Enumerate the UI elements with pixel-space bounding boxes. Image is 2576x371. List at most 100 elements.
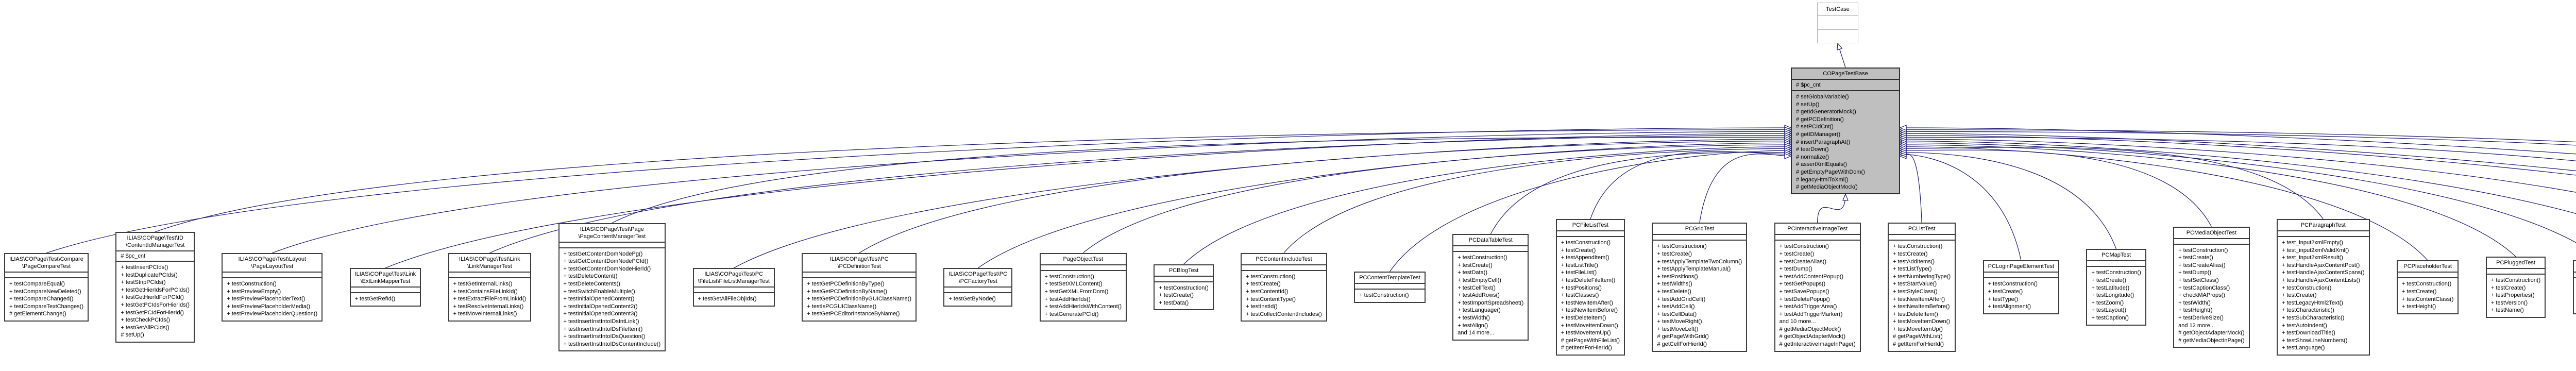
class-node[interactable]: PCDataTableTest+ testConstruction()+ tes… bbox=[1452, 234, 1529, 341]
class-node[interactable]: PCContentTemplateTest+ testConstruction(… bbox=[1354, 272, 1426, 303]
class-node[interactable]: ILIAS\COPage\Test\Link\LinkManagerTest+ … bbox=[448, 253, 532, 322]
inheritance-edge bbox=[1082, 142, 1792, 254]
class-node[interactable]: PageObjectTest+ testConstruction()+ test… bbox=[1039, 252, 1127, 322]
class-node[interactable]: ILIAS\COPage\Test\PC\PCFactoryTest+ test… bbox=[943, 268, 1013, 307]
method-label: + testCompareChanged() bbox=[9, 296, 74, 302]
methods-compartment: + testConstruction()+ testCreate()+ test… bbox=[2487, 275, 2545, 317]
method-label: + testFileList() bbox=[1561, 269, 1597, 276]
method-label: + testCreate() bbox=[2178, 255, 2213, 261]
method-label: + testAddItems() bbox=[1893, 258, 1935, 265]
methods-compartment: + testGetInternalLinks()+ testContainsFi… bbox=[449, 278, 531, 321]
class-node[interactable]: PCParagraphTest+ test_input2xmlEmpty()+ … bbox=[2276, 219, 2370, 356]
method-label: + testGetPCIdForHierId() bbox=[121, 309, 184, 316]
method-label: # getCellForHierId() bbox=[1657, 341, 1707, 348]
methods-compartment: + testInsertPCIds()+ testDuplicatePCIds(… bbox=[116, 262, 194, 342]
methods-compartment: + testGetPCDefinitionByType()+ testGetPC… bbox=[803, 278, 916, 321]
method-label: + testAlign() bbox=[1458, 322, 1488, 329]
class-node[interactable]: ILIAS\COPage\Test\PC\FileList\FileListMa… bbox=[692, 268, 775, 307]
class-title: PCInteractiveImageTest bbox=[1775, 224, 1860, 235]
attributes-compartment bbox=[1653, 235, 1747, 241]
methods-compartment: + testGetAllFileObjIds() bbox=[694, 293, 774, 306]
method-label: + testDeleteContents() bbox=[563, 281, 620, 288]
method-label: + testConstruction() bbox=[1657, 243, 1707, 250]
inheritance-edge bbox=[1183, 143, 1792, 265]
class-title: COPageTestBase bbox=[1792, 69, 1899, 80]
method-label: # setPCIdCnt() bbox=[1796, 124, 1834, 130]
class-node[interactable]: PCPlaceholderTest+ testConstruction()+ t… bbox=[2396, 260, 2459, 314]
class-node-testcase[interactable]: TestCase bbox=[1817, 3, 1858, 43]
method-label: + testConstruction() bbox=[1044, 273, 1094, 280]
class-node-copagetestbase[interactable]: COPageTestBase # $pc_cnt # setGlobalVari… bbox=[1791, 68, 1900, 194]
method-label: + testPreviewPlaceholderMedia() bbox=[227, 303, 311, 310]
class-title-line: PCBlogTest bbox=[1168, 267, 1199, 274]
method-label: + testConstruction() bbox=[1561, 240, 1611, 246]
class-node[interactable]: PCGridTest+ testConstruction()+ testCrea… bbox=[1652, 223, 1748, 352]
methods-compartment: + testConstruction()+ testCreate()+ test… bbox=[1775, 241, 1860, 350]
method-label: + testGetHierIdsForPCIds() bbox=[121, 286, 190, 293]
method-label: + testInsertInstIntoIDsFileItem() bbox=[563, 326, 643, 332]
method-label: # insertParagraphAt() bbox=[1796, 139, 1851, 145]
class-node[interactable]: PCInteractiveImageTest + testConstruction… bbox=[1774, 223, 1861, 352]
methods-compartment: + testConstruction()+ testCreate()+ test… bbox=[1557, 237, 1624, 355]
class-node[interactable]: ILIAS\COPage\Test\ID\ContentIdManagerTes… bbox=[115, 232, 195, 343]
class-title-line: PCInteractiveImageTest bbox=[1787, 226, 1848, 232]
class-node[interactable]: PCBlogTest+ testConstruction()+ testCrea… bbox=[1154, 264, 1214, 311]
class-node[interactable]: ILIAS\COPage\Test\PC\PCDefinitionTest+ t… bbox=[802, 253, 917, 322]
method-label: # getIDManager() bbox=[1796, 131, 1841, 138]
class-title-line: ILIAS\COPage\Test\Layout bbox=[238, 256, 306, 263]
method-label: # assertXmlEquals() bbox=[1796, 161, 1848, 168]
method-label: + testInsertInstIntoIDsQuestion() bbox=[563, 333, 646, 340]
method-label: + testAddGridCell() bbox=[1657, 296, 1706, 302]
method-label: + testHandleAjaxContentPost() bbox=[2281, 262, 2360, 268]
class-node[interactable]: PCListTest+ testConstruction()+ testCrea… bbox=[1888, 223, 1956, 352]
attributes-compartment bbox=[803, 273, 916, 279]
method-label: + testMoveItemUp() bbox=[1893, 326, 1943, 332]
method-label: + testDump() bbox=[1779, 266, 1812, 273]
class-node[interactable]: PCLoginPageElementTest+ testConstruction… bbox=[1982, 260, 2060, 314]
method-label: + testCharacteristic() bbox=[2281, 307, 2334, 314]
class-node[interactable]: ILIAS\COPage\Test\Layout\PageLayoutTest+… bbox=[222, 253, 323, 322]
method-label: + testInsertInstIntoIDsContentInclude() bbox=[563, 341, 661, 347]
inheritance-edge bbox=[859, 138, 1792, 254]
class-node[interactable]: PCFileListTest+ testConstruction()+ test… bbox=[1555, 219, 1625, 356]
method-label: + testName() bbox=[2490, 307, 2524, 314]
method-label: + testInitialOpenedContent2() bbox=[563, 303, 638, 310]
method-label: + testAddContentPopup() bbox=[1779, 273, 1844, 280]
methods-compartment: + testConstruction()+ testCreate()+ test… bbox=[1453, 252, 1528, 340]
method-label: + testSwitchEnableMultiple() bbox=[563, 288, 635, 295]
method-label: # getMediaObjectInPage() bbox=[2178, 337, 2245, 344]
class-title: PCContentIncludeTest bbox=[1242, 254, 1326, 265]
methods-compartment: + testGetContentDomNodePg()+ testGetCont… bbox=[560, 248, 665, 351]
class-title-line: PCPlaceholderTest bbox=[2403, 263, 2452, 270]
inheritance-edge bbox=[1590, 151, 1792, 220]
class-node[interactable]: PCPluggedTest+ testConstruction()+ testC… bbox=[2485, 257, 2546, 318]
method-label: + testGetPCDefinitionByName() bbox=[807, 288, 887, 295]
class-node[interactable]: ILIAS\COPage\Test\Page\PageContentManage… bbox=[558, 223, 666, 352]
method-label: + testConstruction() bbox=[2490, 277, 2541, 284]
method-label: + testCompareNewDeleted() bbox=[9, 288, 81, 295]
method-label: + testConstruction() bbox=[1458, 255, 1507, 261]
class-node[interactable]: ILIAS\COPage\Test\Link\ExtLinkMapperTest… bbox=[349, 268, 421, 307]
method-label: + testData() bbox=[1458, 269, 1488, 276]
method-label: + testConstruction() bbox=[227, 281, 277, 288]
method-label: # getElementChange() bbox=[9, 311, 66, 317]
method-label: + testContentType() bbox=[1246, 296, 1296, 302]
method-label: # getItemForHierId() bbox=[1561, 345, 1612, 351]
class-node[interactable]: ILIAS\COPage\Test\Compare\PageCompareTes… bbox=[4, 253, 89, 322]
method-label: + testZoom() bbox=[2091, 299, 2124, 306]
class-node[interactable]: PCProfileTest+ testConstruction()+ testC… bbox=[2572, 260, 2576, 314]
method-label: + testMoveItemDown() bbox=[1893, 318, 1950, 325]
class-node[interactable]: PCMediaObjectTest+ testConstruction()+ t… bbox=[2173, 226, 2250, 348]
class-node[interactable]: PCContentIncludeTest+ testConstruction()… bbox=[1241, 252, 1327, 322]
method-label: + testDeletePopup() bbox=[1779, 296, 1830, 302]
method-label: # setGlobalVariable() bbox=[1796, 94, 1849, 100]
method-label: + testCreate() bbox=[1159, 292, 1194, 299]
class-node[interactable]: PCMapTest+ testConstruction()+ testCreat… bbox=[2086, 249, 2146, 326]
class-title: ILIAS\COPage\Test\PC\PCFactoryTest bbox=[944, 269, 1012, 288]
method-label: # getIdGeneratorMock() bbox=[1796, 109, 1856, 115]
inheritance-edge bbox=[1899, 147, 2212, 227]
class-title-line: ILIAS\COPage\Test\Page bbox=[580, 226, 644, 232]
class-title: ILIAS\COPage\Test\ID\ContentIdManagerTes… bbox=[116, 233, 194, 252]
method-label: + testInsertInstIntoIDsIntLink() bbox=[563, 318, 639, 325]
attributes-compartment bbox=[1355, 284, 1425, 290]
